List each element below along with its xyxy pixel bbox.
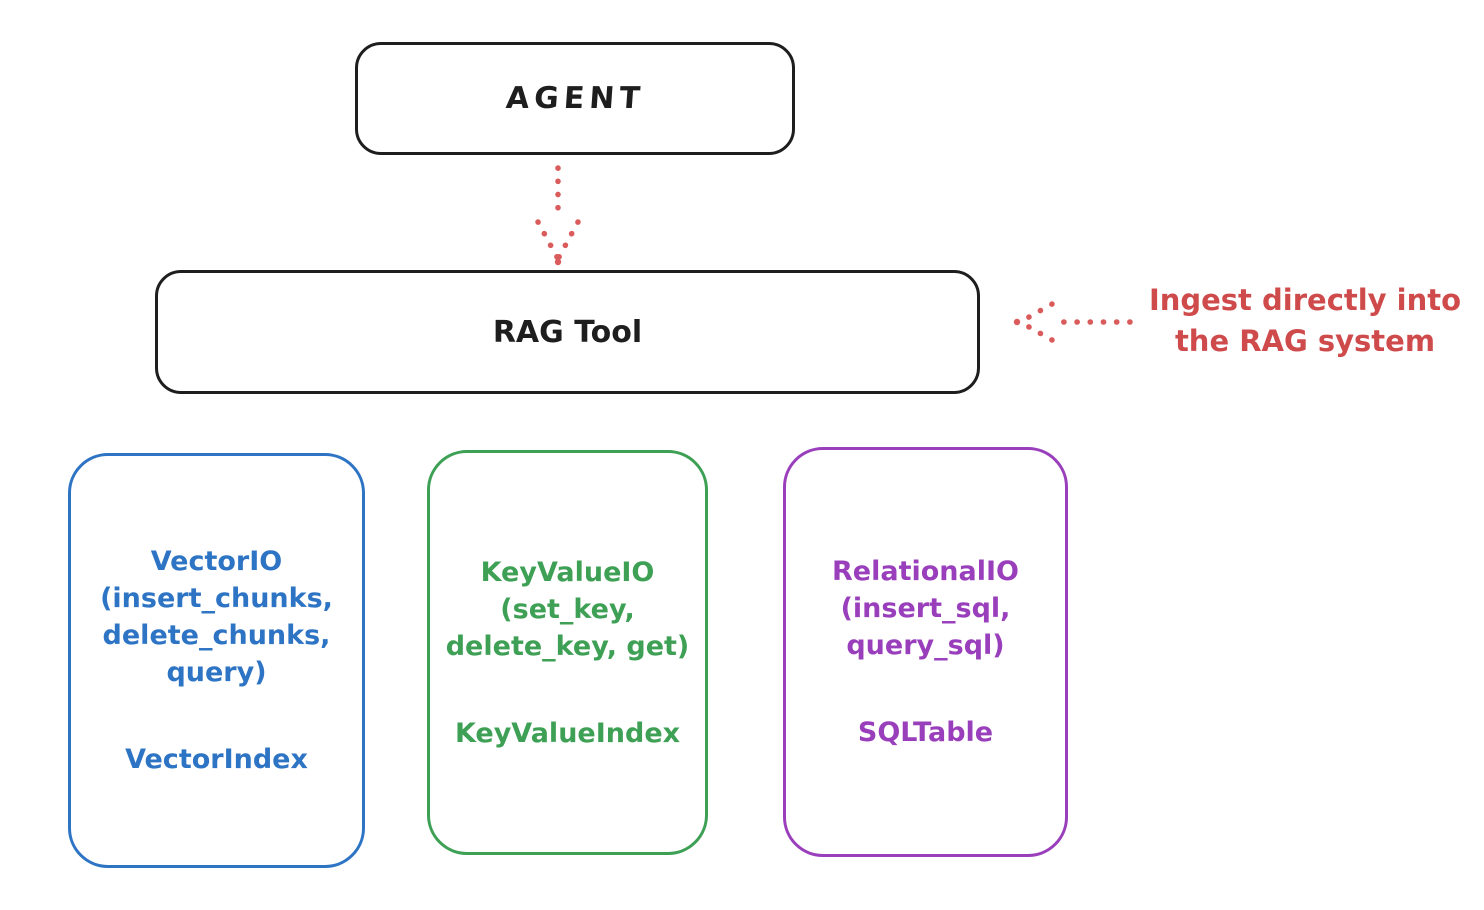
relational-io-node: RelationalIO (insert_sql, query_sql) SQL… bbox=[783, 447, 1068, 857]
keyvalue-io-node: KeyValueIO (set_key, delete_key, get) Ke… bbox=[427, 450, 708, 855]
vector-io-param-line: delete_chunks, bbox=[102, 620, 331, 651]
relational-io-param-line: query_sql) bbox=[846, 630, 1005, 661]
keyvalue-io-param-line: (set_key, bbox=[500, 593, 635, 625]
vector-io-param-line: query) bbox=[166, 657, 267, 688]
agent-to-rag-arrow-icon bbox=[535, 165, 581, 266]
vector-io-node: VectorIO (insert_chunks, delete_chunks, … bbox=[68, 453, 365, 868]
keyvalue-index-label: KeyValueIndex bbox=[454, 717, 681, 749]
annotation: Ingest directly into the RAG system bbox=[1135, 280, 1475, 362]
annotation-line-1: Ingest directly into bbox=[1148, 283, 1462, 317]
keyvalue-io-title: KeyValueIO bbox=[480, 556, 655, 588]
agent-node: AGENT bbox=[355, 42, 795, 155]
keyvalue-io-param-line: delete_key, get) bbox=[445, 630, 690, 662]
vector-io-param-line: (insert_chunks, bbox=[100, 583, 333, 614]
rag-tool-label: RAG Tool bbox=[492, 314, 643, 350]
vector-io-title: VectorIO bbox=[150, 546, 283, 577]
rag-tool-node: RAG Tool bbox=[155, 270, 980, 394]
annotation-line-2: the RAG system bbox=[1174, 324, 1436, 358]
annotation-to-rag-arrow-icon bbox=[1013, 301, 1133, 343]
sql-table-label: SQLTable bbox=[857, 717, 994, 748]
relational-io-title: RelationalIO bbox=[832, 556, 1019, 587]
vector-index-label: VectorIndex bbox=[125, 744, 308, 775]
relational-io-param-line: (insert_sql, bbox=[840, 593, 1011, 624]
agent-label: AGENT bbox=[504, 81, 646, 116]
